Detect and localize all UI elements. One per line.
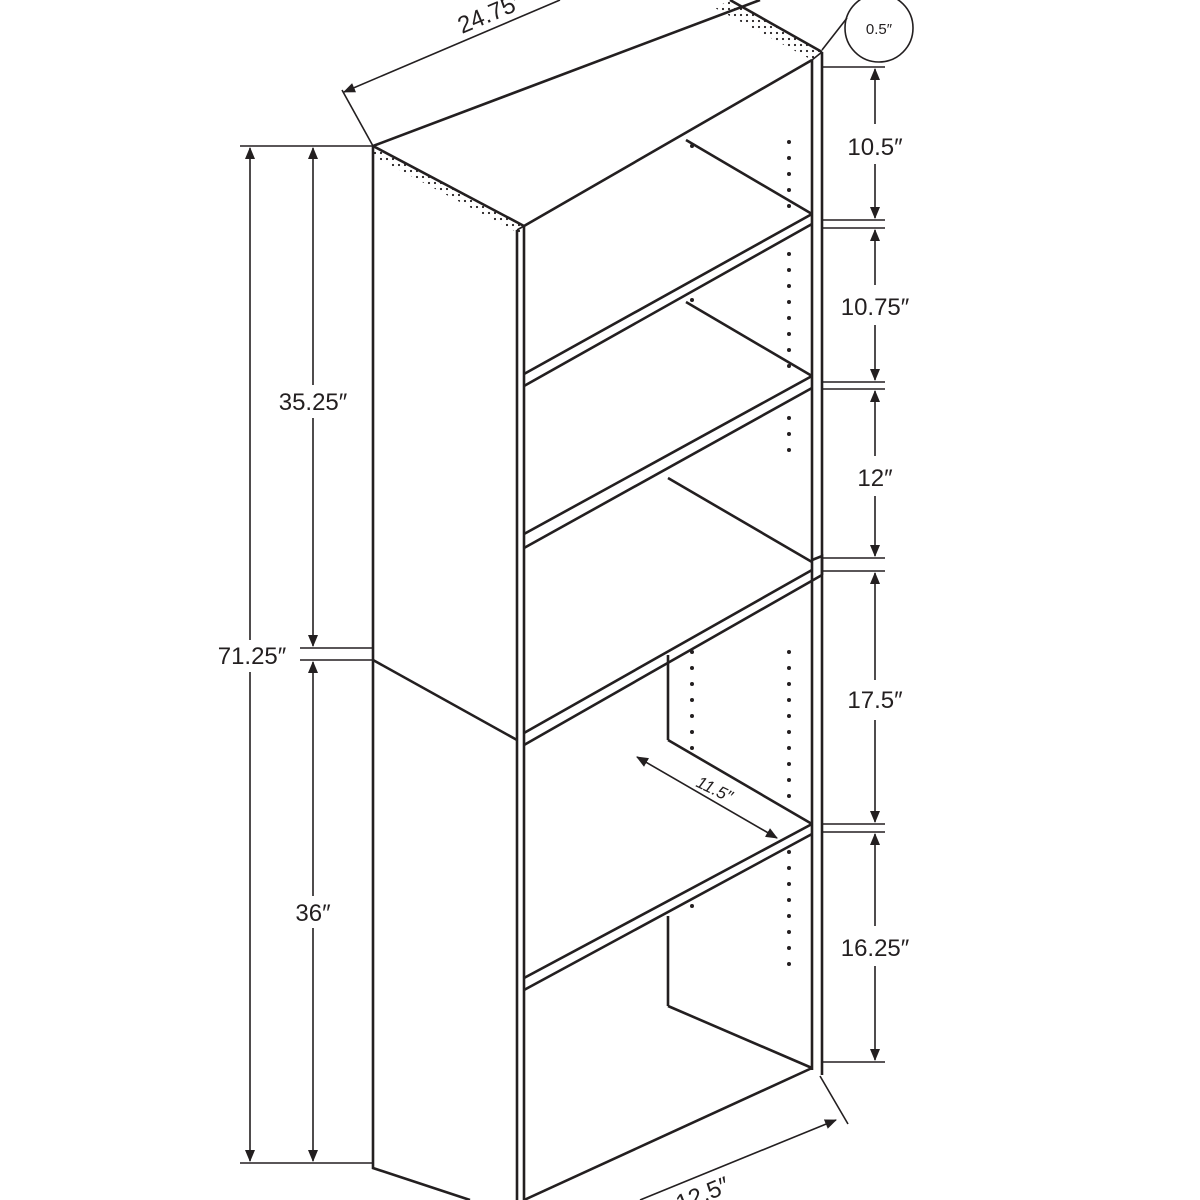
upper-height-label: 35.25″ <box>279 389 348 416</box>
panel-thickness-label: 0.5″ <box>866 21 893 38</box>
dimension-panel-thickness: 0.5″ <box>821 0 914 63</box>
dimension-shelf-gaps: 10.5″ 10.75″ 12″ 17.5″ 16.25″ <box>822 66 910 1063</box>
gap-3-label: 12″ <box>857 465 893 492</box>
shelf-pin-holes <box>690 140 791 966</box>
bookcase-outline <box>371 0 824 1200</box>
gap-5-label: 16.25″ <box>841 935 910 962</box>
shelves <box>523 138 813 1200</box>
gap-4-label: 17.5″ <box>847 687 903 714</box>
dimension-upper-height: 35.25″ <box>279 147 373 661</box>
dimension-top-width: 24.75″ <box>341 0 561 147</box>
top-width-label: 24.75″ <box>454 0 528 40</box>
lower-height-label: 36″ <box>295 900 331 927</box>
gap-2-label: 10.75″ <box>841 294 910 321</box>
dimension-shelf-depth: 11.5″ <box>636 756 778 839</box>
total-height-label: 71.25″ <box>218 643 287 670</box>
dimension-total-height: 71.25″ <box>218 145 373 1164</box>
bottom-depth-label: 12.5″ <box>672 1172 734 1200</box>
gap-1-label: 10.5″ <box>847 134 903 161</box>
dimension-lower-height: 36″ <box>295 661 331 1162</box>
dimension-bottom-depth: 12.5″ <box>639 1075 849 1200</box>
